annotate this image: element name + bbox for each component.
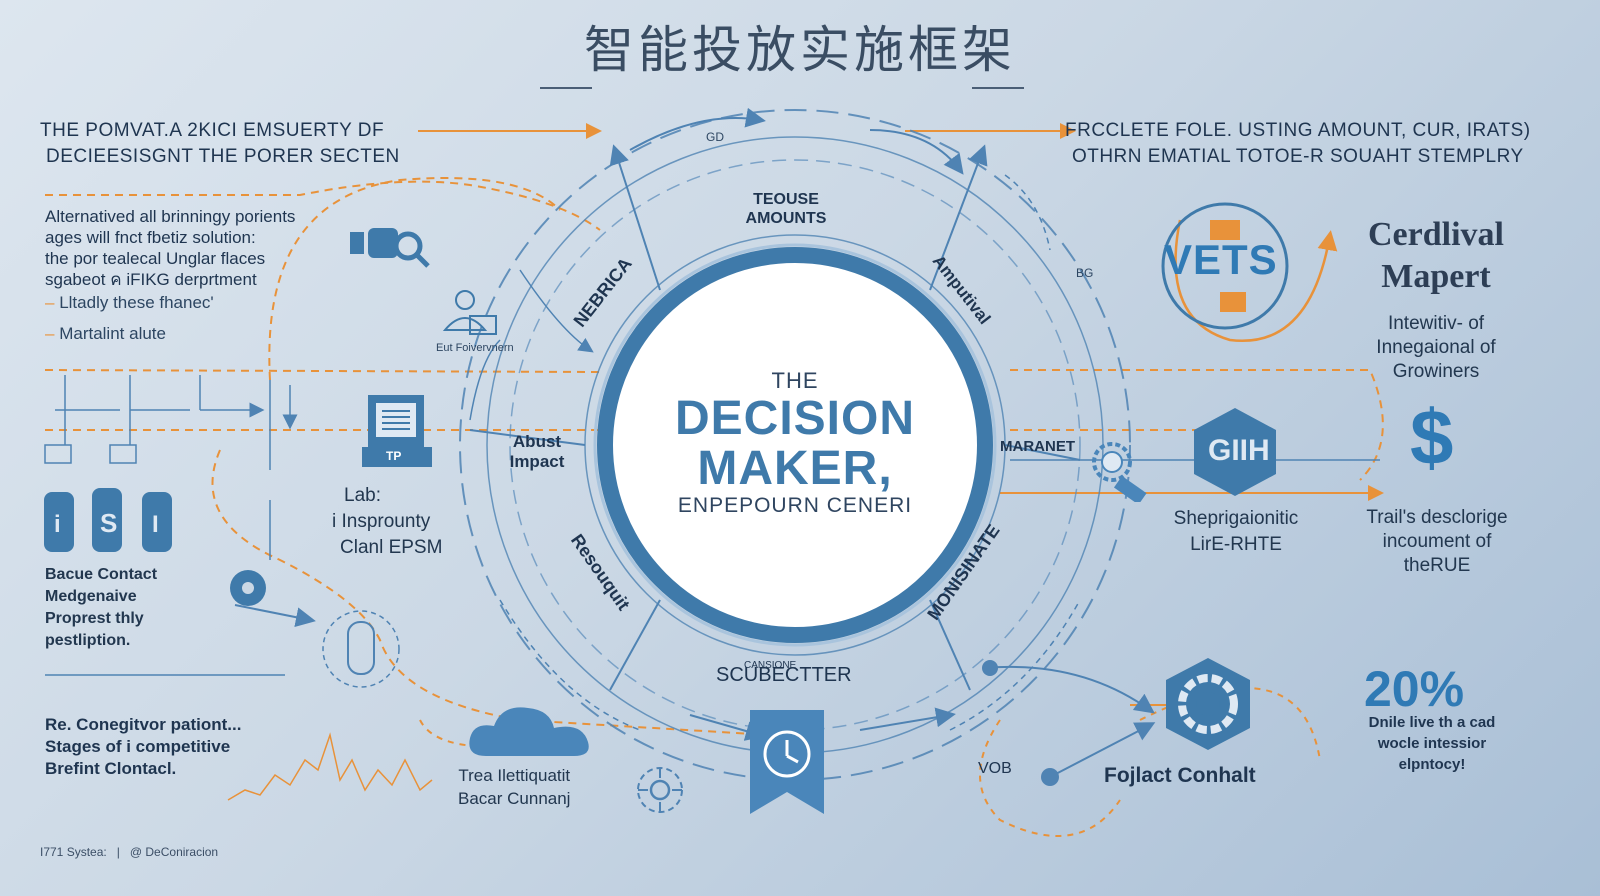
cloud-caption-line1: Trea Ilettiquatit — [458, 766, 571, 785]
lab-line1: Lab: — [344, 485, 381, 506]
ring-label-left: Abust Impact — [509, 432, 565, 471]
right-top-cap3: Growiners — [1392, 361, 1480, 382]
left-mid-line4: pestliption. — [45, 632, 131, 649]
footer-right: @ DeConiracion — [129, 845, 219, 859]
cloud-caption: Trea Ilettiquatit Bacar Cunnanj — [458, 764, 570, 810]
vets-logo: VETS — [1150, 196, 1300, 341]
monitor-icon: TP — [362, 395, 434, 469]
percent-cap2: wocle intessior — [1377, 735, 1487, 752]
footer: I771 Systea: | @ DeConiracion — [40, 845, 218, 859]
left-mid-line1: Bacue Contact — [45, 566, 158, 583]
monitor-label: TP — [386, 449, 402, 463]
percent-stat: 20% — [1364, 661, 1465, 717]
center-title-line2: MAKER, — [697, 442, 893, 495]
footer-sep: | — [116, 845, 120, 859]
shield-icon — [320, 608, 402, 695]
page-title: 智能投放实施框架 — [584, 21, 1016, 79]
svg-text:S: S — [100, 508, 117, 538]
person-caption: Eut Foivervnern — [436, 342, 514, 354]
pie-gear-icon — [1160, 656, 1256, 757]
ring-label-top: TEOUSE AMOUNTS — [745, 191, 827, 227]
left-mid-line2: Medgenaive — [45, 588, 137, 605]
dollar-cap3: theRUE — [1403, 555, 1471, 576]
left-mid-line3: Proprest thly — [45, 610, 144, 627]
footer-left: I771 Systea: — [40, 845, 107, 859]
lab-block: Lab: i Insprounty Clanl EPSM — [332, 483, 442, 561]
person-computer-icon — [435, 286, 505, 346]
right-mid-caption: Sheprigaionitic LirE-RHTE — [1136, 506, 1336, 558]
top-right-header: FRCCLETE FOLE. USTING AMOUNT, CUR, IRATS… — [1065, 118, 1531, 170]
svg-text:i: i — [54, 511, 61, 538]
left-info-line: the por tealecal Unglar flaces — [45, 249, 266, 268]
top-left-line1: THE POMVAT.A 2KICI EMSUERTY DF — [40, 120, 385, 141]
ring-label-right: MARANET — [1000, 438, 1075, 455]
cloud-caption-line2: Bacar Cunnanj — [458, 789, 571, 808]
right-top-caption: Intewitiv- of Innegaional of Growiners — [1352, 312, 1520, 384]
cloud-icon — [466, 700, 596, 763]
right-top-serif1: Cerdlival — [1368, 216, 1504, 253]
left-bottom-line3: Brefint Clontacl. — [45, 759, 177, 778]
left-bullet-1: – Lltadly these fhanec' — [45, 293, 214, 312]
award-badge-icon — [746, 710, 828, 827]
dollar-caption: Trail's desclorige incoument of theRUE — [1344, 506, 1530, 578]
center-title-line1: DECISION — [674, 392, 916, 445]
lab-line3: Clanl EPSM — [340, 537, 443, 558]
hexagon-badge-icon: GIIH — [1192, 406, 1278, 503]
right-top-cap1: Intewitiv- of — [1387, 313, 1485, 334]
dollar-cap2: incoument of — [1382, 531, 1492, 552]
right-top-serif: Cerdlival Mapert — [1346, 214, 1526, 298]
percent-cap1: Dnile live th a cad — [1368, 714, 1496, 731]
magnifier-icon — [1086, 440, 1162, 507]
top-left-line2: DECIEESISGNT THE PORER SECTEN — [46, 146, 400, 167]
left-bottom-line2: Stages of i competitive — [45, 737, 231, 756]
right-top-cap2: Innegaional of — [1376, 337, 1496, 358]
left-bottom-block: Re. Conegitvor pationt... Stages of i co… — [45, 714, 241, 780]
percent-cap3: elpntocy! — [1398, 756, 1466, 773]
percent-caption: Dnile live th a cad wocle intessior elpn… — [1340, 712, 1524, 775]
settings-gear-icon — [632, 762, 688, 823]
top-right-line1: FRCCLETE FOLE. USTING AMOUNT, CUR, IRATS… — [1065, 120, 1531, 141]
ring-label-bottom-small: CANSIONE — [744, 660, 797, 671]
ring-label-bottom: SCUBECTTER — [716, 664, 852, 686]
center-subtitle: ENPEPOURN CENERI — [677, 494, 913, 517]
ring-tick-1: GD — [706, 130, 724, 144]
map-pin-icon — [228, 568, 268, 615]
top-left-header: THE POMVAT.A 2KICI EMSUERTY DF DECIEESIS… — [40, 118, 400, 170]
right-mid-cap1: Sheprigaionitic — [1173, 508, 1299, 529]
left-info-block: Alternatived all brinningy porients ages… — [45, 206, 355, 344]
center-the: THE — [771, 368, 819, 393]
vob-label: VOB — [978, 760, 1012, 777]
left-info-line: Alternatived all brinningy porients — [45, 207, 296, 226]
left-bullet-2: – Martalint alute — [45, 324, 166, 343]
left-bottom-line1: Re. Conegitvor pationt... — [45, 715, 242, 734]
right-mid-cap2: LirE-RHTE — [1190, 534, 1282, 555]
right-bottom-badge-caption: Fojlact Conhalt — [1104, 764, 1256, 787]
ring-tick-2: BG — [1076, 266, 1094, 280]
svg-text:I: I — [152, 511, 159, 538]
right-top-serif2: Mapert — [1381, 258, 1491, 295]
lab-line2: i Insprounty — [332, 511, 431, 532]
dollar-icon: $ — [1410, 393, 1454, 481]
dollar-cap1: Trail's desclorige — [1366, 507, 1508, 528]
vets-logo-text: VETS — [1164, 236, 1278, 283]
top-right-line2: OTHRN EMATIAL TOTOE-R SOUAHT STEMPLRY — [1071, 146, 1524, 167]
left-info-line: sgabeot ค iFIKG derprtment — [45, 270, 257, 289]
camera-icon — [350, 222, 430, 277]
hexagon-text: GIIH — [1208, 434, 1270, 467]
left-mid-block: Bacue Contact Medgenaive Proprest thly p… — [45, 564, 157, 652]
left-info-line: ages will fnct fbetiz solution: — [45, 228, 256, 247]
center-hub: THE DECISION MAKER, ENPEPOURN CENERI — [605, 368, 985, 518]
